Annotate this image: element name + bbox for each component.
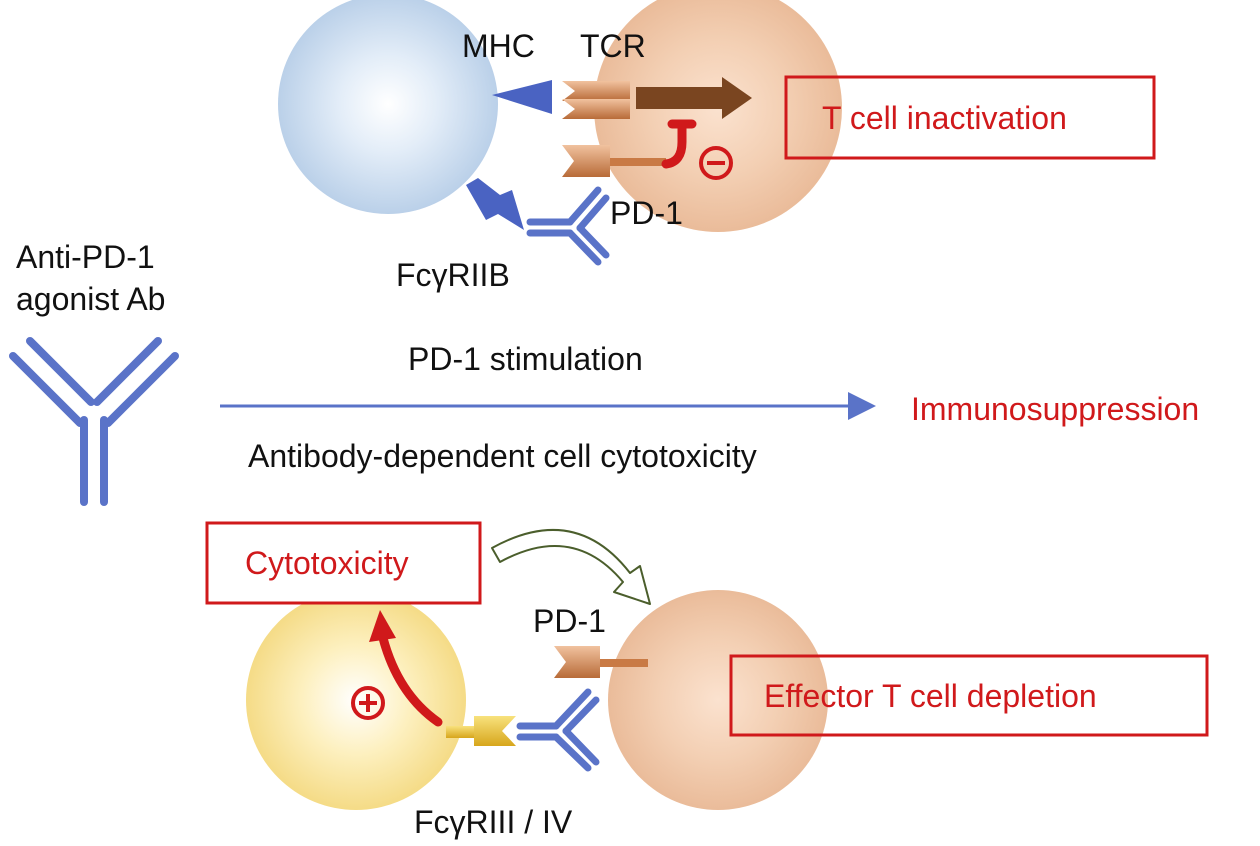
pd1-stimulation-label: PD-1 stimulation bbox=[408, 341, 643, 377]
adcc-label: Antibody-dependent cell cytotoxicity bbox=[248, 438, 757, 474]
nk-cell bbox=[246, 590, 466, 810]
antigen-presenting-cell bbox=[278, 0, 498, 214]
main-arrow-head bbox=[848, 392, 876, 420]
pd1-label-bottom: PD-1 bbox=[533, 603, 606, 639]
cytotoxicity-box bbox=[205, 521, 482, 605]
inhibition-icon bbox=[661, 119, 697, 169]
t-cell-inactivation-label: T cell inactivation bbox=[822, 100, 1067, 136]
effector-t-cell bbox=[608, 590, 828, 810]
antibody-top bbox=[526, 186, 610, 266]
tcr-receptor bbox=[562, 81, 630, 119]
pd1-label-top: PD-1 bbox=[610, 195, 683, 231]
t-cell-inactivation-box bbox=[784, 75, 1156, 160]
fcgriii-receptor bbox=[446, 716, 516, 746]
fcgriib-label: FcγRIIB bbox=[396, 257, 510, 293]
effector-depletion-box bbox=[729, 654, 1209, 737]
fcgriib-receptor bbox=[466, 178, 524, 230]
curved-transfer-arrow bbox=[491, 529, 651, 605]
effector-depletion-label: Effector T cell depletion bbox=[764, 678, 1097, 714]
pd1-receptor-bottom bbox=[554, 646, 648, 678]
t-cell-top bbox=[594, 0, 842, 232]
antibody-title-line2: agonist Ab bbox=[16, 281, 165, 317]
cytotoxicity-label: Cytotoxicity bbox=[245, 545, 409, 581]
mhc-label: MHC bbox=[462, 28, 535, 64]
minus-icon bbox=[699, 146, 733, 180]
activation-arrow bbox=[378, 633, 443, 727]
activation-arrow-head bbox=[369, 610, 396, 642]
tcr-label: TCR bbox=[580, 28, 646, 64]
immunosuppression-label: Immunosuppression bbox=[911, 391, 1199, 427]
pd1-receptor-top bbox=[562, 145, 666, 177]
plus-icon bbox=[351, 686, 385, 720]
mhc-molecule bbox=[492, 80, 552, 114]
tcr-signal-arrow bbox=[636, 77, 752, 119]
antibody-bottom bbox=[516, 688, 600, 772]
antibody-title-line1: Anti-PD-1 bbox=[16, 239, 155, 275]
antibody-icon bbox=[9, 337, 179, 506]
fcgriii-label: FcγRIII / IV bbox=[414, 804, 573, 840]
